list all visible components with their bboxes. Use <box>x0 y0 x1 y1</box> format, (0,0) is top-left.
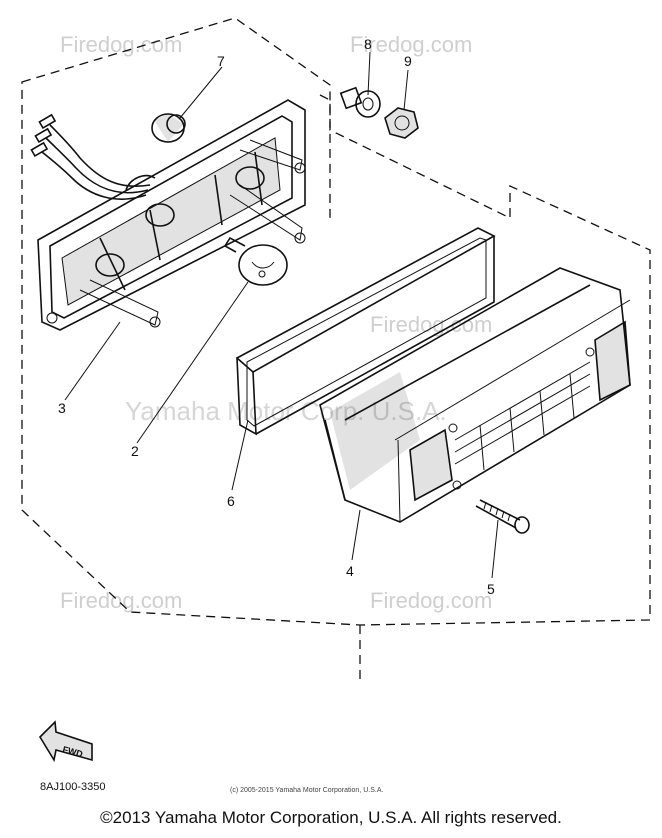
callout-8: 8 <box>364 36 372 52</box>
leader-lines <box>64 51 499 579</box>
callout-4: 4 <box>346 563 354 579</box>
bulb <box>223 236 288 286</box>
gasket <box>235 227 496 436</box>
screw <box>475 499 530 534</box>
part-code: 8AJ100-3350 <box>40 781 105 793</box>
callout-7: 7 <box>217 53 225 69</box>
watermarks: Firedog.com Firedog.com Firedog.com Fire… <box>60 32 492 613</box>
assembly-boundary <box>21 17 651 680</box>
small-copyright: (c) 2005-2015 Yamaha Motor Corporation, … <box>230 787 383 794</box>
watermark-firedog: Firedog.com <box>60 32 182 57</box>
nut <box>384 107 419 139</box>
watermark-firedog: Firedog.com <box>370 312 492 337</box>
grommet <box>151 113 186 143</box>
watermark-firedog: Firedog.com <box>370 588 492 613</box>
watermark-yamaha-corp: Yamaha Motor Corp. U.S.A. <box>125 396 447 426</box>
callout-5: 5 <box>487 581 495 597</box>
callouts: 2 3 4 5 6 7 8 9 <box>58 36 495 597</box>
fwd-arrow: FWD <box>38 720 93 763</box>
callout-2: 2 <box>131 443 139 459</box>
callout-9: 9 <box>404 53 412 69</box>
callout-6: 6 <box>227 493 235 509</box>
collar <box>339 86 381 118</box>
callout-3: 3 <box>58 400 66 416</box>
tail-light-housing <box>37 99 306 331</box>
watermark-firedog: Firedog.com <box>60 588 182 613</box>
wire-harness <box>30 113 156 200</box>
lens <box>319 267 631 523</box>
copyright-notice: ©2013 Yamaha Motor Corporation, U.S.A. A… <box>100 808 562 827</box>
